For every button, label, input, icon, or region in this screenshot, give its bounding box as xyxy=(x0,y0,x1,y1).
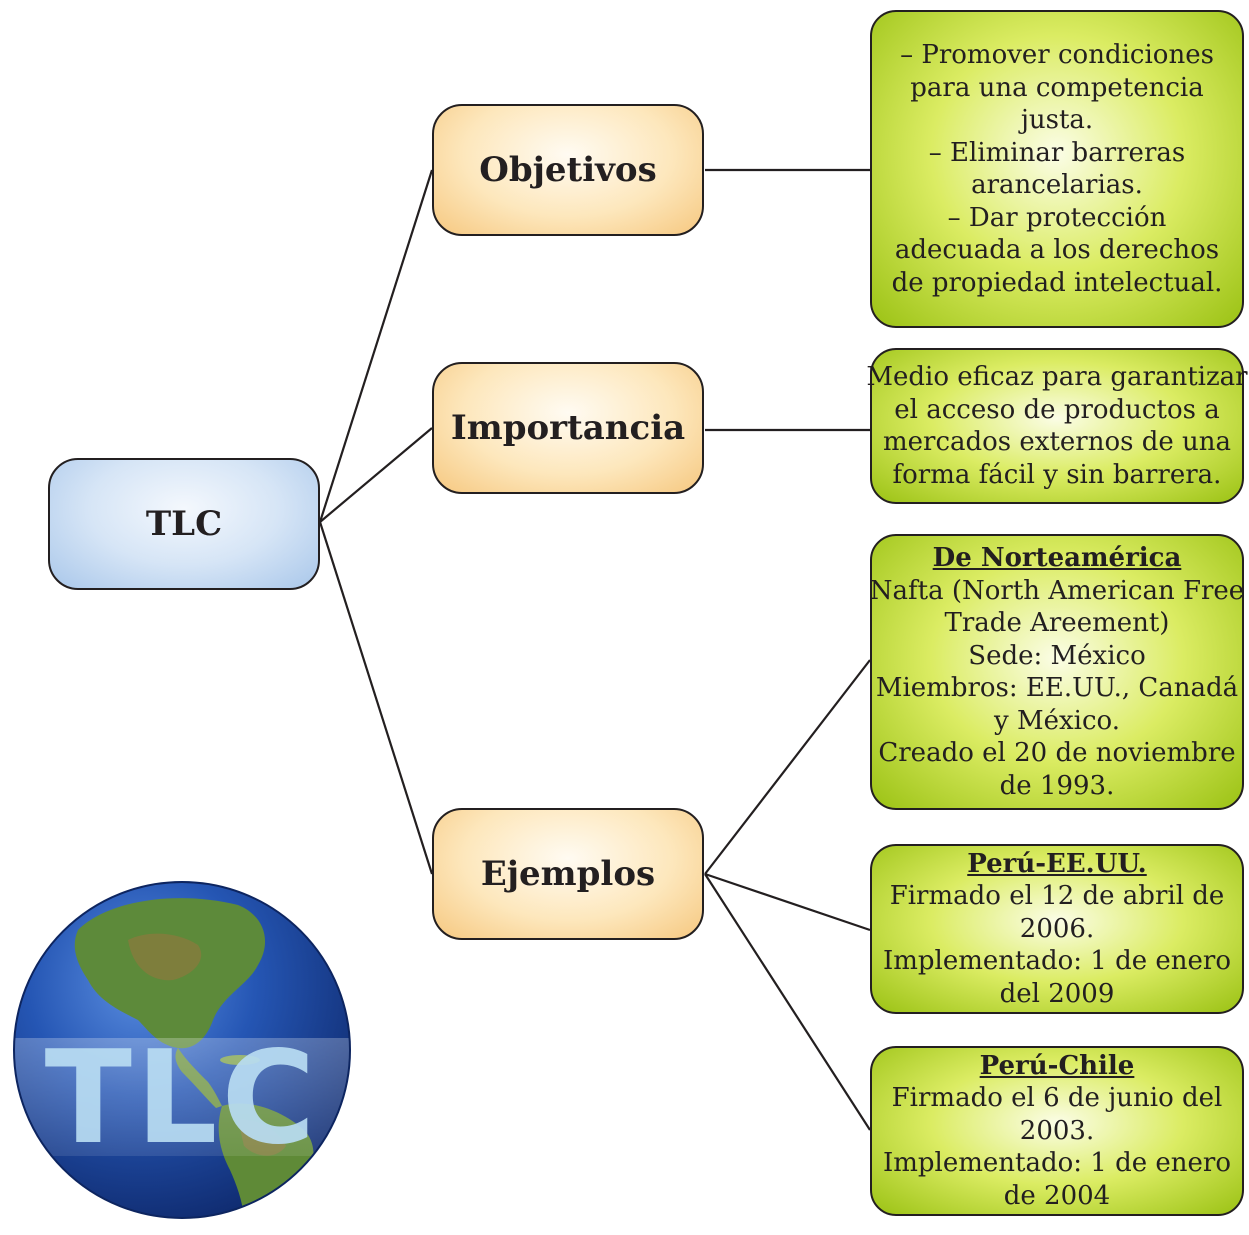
category-node-importancia: Importancia xyxy=(432,362,704,494)
example-heading: De Norteamérica xyxy=(932,543,1182,573)
connector-root-objetivos xyxy=(318,169,434,523)
example-line: y México. xyxy=(994,705,1120,736)
detail-box-peru-chile: Perú-Chile Firmado el 6 de junio del 200… xyxy=(870,1046,1244,1216)
objetivos-line: para una competencia xyxy=(910,72,1204,103)
example-line: 2003. xyxy=(1019,1115,1095,1146)
example-line: Creado el 20 de noviembre xyxy=(878,738,1236,768)
example-line: de 2004 xyxy=(1003,1180,1111,1211)
detail-box-importancia: Medio eficaz para garantizar el acceso d… xyxy=(866,348,1248,504)
importancia-line: Medio eficaz para garantizar xyxy=(866,362,1248,392)
category-label-objetivos: Objetivos xyxy=(479,150,657,190)
example-heading: Perú-EE.UU. xyxy=(967,848,1147,879)
example-line: Miembros: EE.UU., Canadá xyxy=(875,673,1239,703)
importancia-line: mercados externos de una xyxy=(882,427,1232,457)
category-node-ejemplos: Ejemplos xyxy=(432,808,704,940)
logo-text: TLC xyxy=(45,1024,320,1173)
example-line: Trade Areement) xyxy=(944,608,1170,638)
example-line: Firmado el 6 de junio del xyxy=(891,1083,1223,1114)
detail-box-peru-eeuu: Perú-EE.UU. Firmado el 12 de abril de 20… xyxy=(870,844,1244,1014)
example-line: 2006. xyxy=(1019,913,1095,944)
category-label-importancia: Importancia xyxy=(450,408,686,448)
objetivos-line: – Dar protección xyxy=(947,202,1167,233)
objetivos-line: adecuada a los derechos xyxy=(894,235,1220,265)
objetivos-line: – Eliminar barreras xyxy=(928,137,1186,168)
connector-ejemplos-peru-eeuu xyxy=(704,872,871,932)
category-label-ejemplos: Ejemplos xyxy=(480,854,656,894)
objetivos-line: de propiedad intelectual. xyxy=(891,267,1223,298)
detail-box-nafta: De Norteamérica Nafta (North American Fr… xyxy=(870,534,1244,810)
example-line: del 2009 xyxy=(999,978,1115,1009)
category-node-objetivos: Objetivos xyxy=(432,104,704,236)
detail-box-objetivos: – Promover condiciones para una competen… xyxy=(870,10,1244,328)
root-node-tlc: TLC xyxy=(48,458,320,590)
connector-root-ejemplos xyxy=(318,521,434,875)
importancia-line: forma fácil y sin barrera. xyxy=(892,459,1222,490)
example-line: Firmado el 12 de abril de xyxy=(889,881,1225,912)
connector-ejemplos-nafta xyxy=(704,659,871,875)
root-label: TLC xyxy=(145,504,223,544)
example-line: Nafta (North American Free xyxy=(869,575,1245,606)
connector-ejemplos-peru-chile xyxy=(704,873,871,1131)
example-heading: Perú-Chile xyxy=(979,1050,1135,1081)
example-line: Implementado: 1 de enero xyxy=(882,1148,1232,1179)
example-line: Sede: México xyxy=(968,640,1146,671)
objetivos-line: arancelarias. xyxy=(971,170,1143,200)
example-line: de 1993. xyxy=(999,770,1115,801)
objetivos-line: justa. xyxy=(1020,105,1094,135)
example-line: Implementado: 1 de enero xyxy=(882,946,1232,977)
connector-root-importancia xyxy=(319,427,433,523)
importancia-line: el acceso de productos a xyxy=(894,394,1220,425)
objetivos-line: – Promover condiciones xyxy=(900,40,1214,70)
globe-logo: TLC xyxy=(13,881,351,1219)
